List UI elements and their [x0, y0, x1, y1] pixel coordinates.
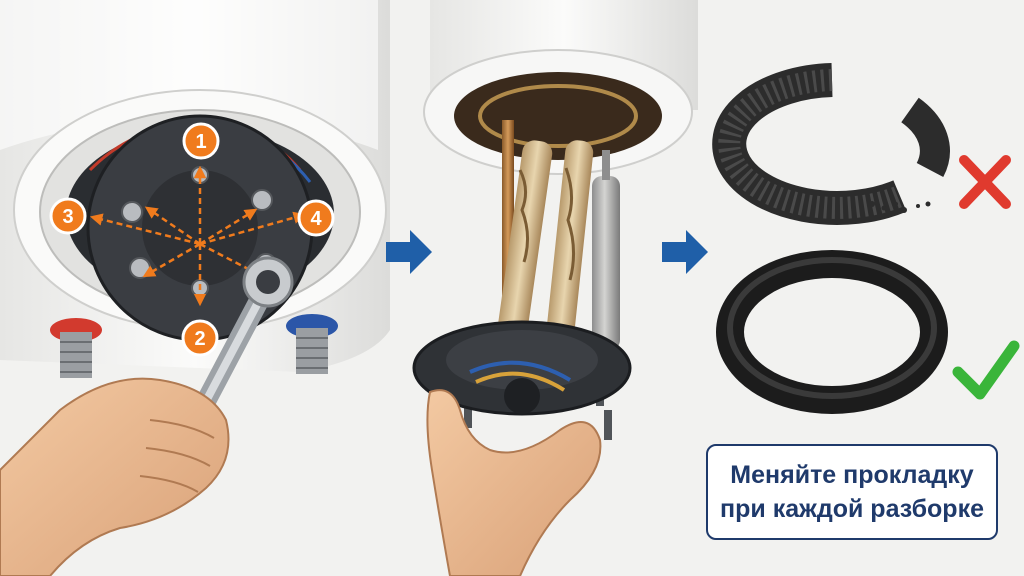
step-badge-4: 4: [297, 199, 335, 237]
step-3-label: 3: [62, 206, 73, 228]
hand-with-wrench: [0, 377, 230, 576]
step-badge-2: 2: [181, 319, 219, 357]
step-badge-1: 1: [182, 122, 220, 160]
flow-arrow-1: [386, 230, 432, 274]
gasket-callout: Меняйте прокладку при каждой разборке: [706, 444, 998, 540]
cold-water-fitting: [286, 314, 338, 374]
flow-arrow-2: [662, 230, 708, 274]
cross-icon: [959, 155, 1011, 209]
callout-line-2: при каждой разборке: [720, 495, 984, 523]
step-2-label: 2: [194, 328, 205, 350]
hand-holding-element: [426, 389, 602, 576]
heating-element-assembly: [412, 120, 632, 440]
new-gasket: [716, 250, 948, 414]
step-4-label: 4: [310, 208, 322, 230]
check-icon: [952, 340, 1020, 400]
criss-cross-pattern: [89, 165, 307, 307]
hot-water-fitting: [50, 318, 102, 378]
old-gasket: [712, 63, 950, 225]
step-badge-3: 3: [49, 197, 87, 235]
tank-opening: [423, 0, 698, 175]
step-1-label: 1: [195, 131, 206, 153]
callout-line-1: Меняйте прокладку: [730, 461, 974, 489]
